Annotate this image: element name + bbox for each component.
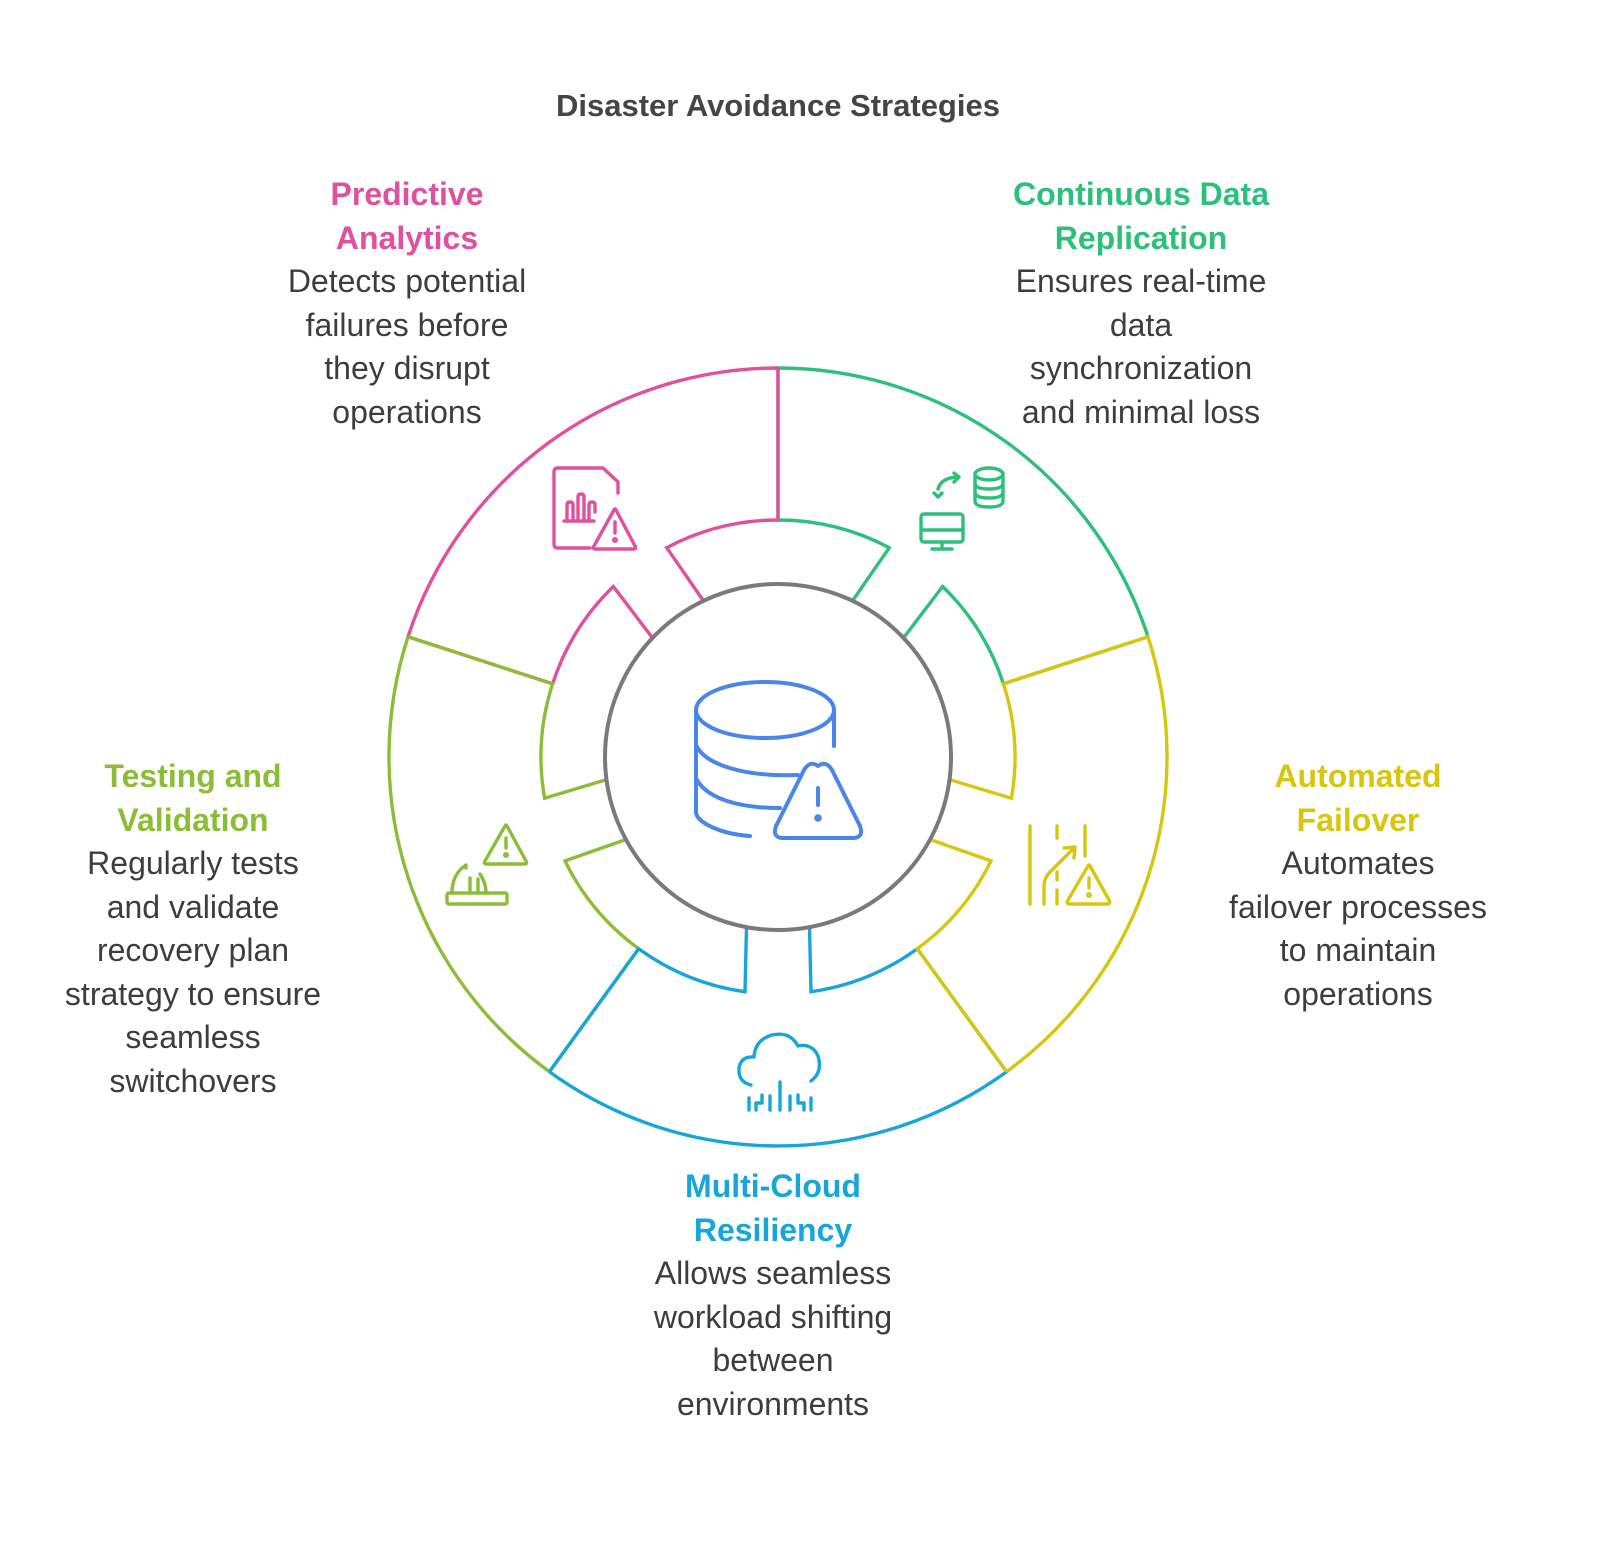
sector-predictive-analytics [405, 366, 780, 686]
sector-automated-failover [914, 634, 1169, 1074]
strategy-automated-failover: Automated Failover Automates failover pr… [1198, 755, 1518, 1016]
strategy-heading: Testing and Validation [33, 755, 353, 842]
body-line: Detects potential [287, 263, 527, 299]
body-line: they disrupt [324, 350, 490, 386]
strategy-description: Detects potential failures before they d… [247, 260, 567, 434]
body-line: Automates [1281, 845, 1435, 881]
strategy-description: Automates failover processes to maintain… [1198, 842, 1518, 1016]
body-line: between [712, 1342, 834, 1378]
heading-line: Failover [1296, 801, 1420, 838]
strategy-continuous-data-replication: Continuous Data Replication Ensures real… [981, 173, 1301, 434]
body-line: and validate [106, 888, 280, 925]
body-line: switchovers [109, 1062, 277, 1099]
body-line: recovery plan [96, 932, 290, 968]
heading-line: Validation [117, 801, 269, 838]
body-line: workload shifting [653, 1298, 893, 1335]
strategy-heading: Multi-Cloud Resiliency [613, 1165, 933, 1252]
heading-line: Multi-Cloud [685, 1168, 861, 1204]
body-line: Regularly tests [87, 845, 299, 881]
body-line: and minimal loss [1021, 393, 1261, 430]
center-circle [603, 582, 953, 932]
strategy-description: Ensures real-time data synchronization a… [981, 260, 1301, 434]
heading-line: Replication [1054, 219, 1228, 256]
body-line: failover processes [1229, 888, 1487, 925]
heading-line: Automated [1274, 758, 1442, 794]
route-switch-warning-icon [1028, 824, 1112, 906]
cloud-circuit-icon [737, 1032, 822, 1112]
body-line: strategy to ensure [64, 975, 322, 1012]
heading-line: Analytics [335, 219, 479, 256]
strategy-description: Allows seamless workload shifting betwee… [613, 1252, 933, 1426]
body-line: to maintain [1279, 932, 1437, 968]
body-line: Ensures real-time [1015, 263, 1267, 299]
database-sync-monitor-icon [919, 466, 1005, 551]
body-line: operations [332, 393, 482, 430]
body-line: environments [676, 1385, 870, 1422]
strategy-multi-cloud-resiliency: Multi-Cloud Resiliency Allows seamless w… [613, 1165, 933, 1426]
report-chart-warning-icon [552, 466, 638, 551]
strategy-predictive-analytics: Predictive Analytics Detects potential f… [247, 173, 567, 434]
body-line: synchronization [1029, 350, 1253, 386]
heading-line: Resiliency [693, 1211, 853, 1248]
sector-multi-cloud-resiliency [548, 927, 1009, 1148]
strategy-testing-and-validation: Testing and Validation Regularly tests a… [33, 755, 353, 1103]
sector-continuous-data-replication [776, 366, 1150, 686]
database-warning-icon [694, 680, 864, 840]
body-line: failures before [305, 306, 509, 343]
heading-line: Continuous Data [1013, 176, 1269, 212]
strategy-heading: Predictive Analytics [247, 173, 567, 260]
body-line: operations [1283, 975, 1433, 1012]
strategy-description: Regularly tests and validate recovery pl… [33, 842, 353, 1103]
heading-line: Predictive [330, 176, 484, 212]
page-title: Disaster Avoidance Strategies [556, 88, 1000, 123]
body-line: data [1109, 306, 1173, 343]
sector-testing-and-validation [387, 635, 642, 1075]
strategy-heading: Automated Failover [1198, 755, 1518, 842]
heading-line: Testing and [104, 758, 282, 794]
body-line: Allows seamless [654, 1255, 892, 1291]
test-lab-warning-icon [445, 823, 529, 906]
strategy-heading: Continuous Data Replication [981, 173, 1301, 260]
body-line: seamless [125, 1019, 261, 1055]
